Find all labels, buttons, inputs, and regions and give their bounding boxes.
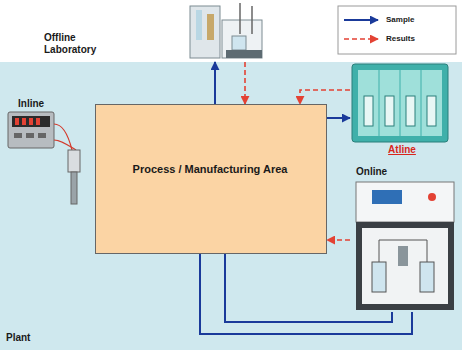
lab-bottle — [207, 14, 214, 40]
node-label: Offline Laboratory — [44, 32, 124, 56]
atline-vial — [385, 96, 394, 126]
display-segment — [15, 118, 19, 125]
node-label: Atline — [350, 144, 454, 156]
node-label: Online — [356, 166, 416, 178]
node-label: Inline — [18, 98, 78, 110]
flow-connector — [327, 117, 350, 119]
legend-row: Results — [342, 29, 452, 48]
online-cabinet — [356, 222, 454, 310]
atline-node: Atline — [350, 64, 457, 159]
lab-illustration — [190, 3, 262, 58]
meter-button — [38, 133, 46, 138]
atline-vial — [406, 96, 415, 126]
legend-frame — [338, 6, 456, 54]
online-interior — [362, 228, 448, 304]
legend-line — [344, 38, 378, 40]
atline-divider — [421, 70, 422, 136]
flow-connector — [225, 254, 392, 322]
display-segment — [22, 118, 26, 125]
online-lamp — [428, 193, 436, 201]
lab-instrument — [190, 6, 220, 58]
flow-connector — [214, 62, 216, 104]
legend-label: Results — [386, 34, 415, 43]
atline-vial — [364, 96, 373, 126]
inline-wire — [54, 140, 76, 150]
atline-divider — [400, 70, 401, 136]
online-node: Online — [350, 166, 456, 312]
legend-swatch — [342, 34, 380, 44]
online-display — [372, 190, 402, 204]
atline-divider — [379, 70, 380, 136]
lab-bottle — [196, 10, 202, 40]
lab-instrument — [222, 20, 262, 58]
atline-cabinet — [352, 64, 448, 142]
legend-swatch — [342, 15, 380, 25]
inline-meter — [8, 112, 54, 148]
online-vessel — [420, 262, 434, 292]
inline-display — [12, 116, 50, 127]
inline-node: Inline — [4, 98, 90, 214]
flow-connector — [327, 239, 350, 241]
meter-button — [14, 133, 22, 138]
plant-region: Plant InlineProcess / Manufacturing Area A… — [0, 62, 462, 350]
online-vessel — [372, 262, 386, 292]
process-box: Process / Manufacturing Area — [95, 104, 327, 254]
meter-button — [26, 133, 34, 138]
legend-label: Sample — [386, 15, 414, 24]
offline-lab-node: Offline Laboratory — [40, 2, 266, 62]
lab-burette — [239, 3, 241, 34]
display-segment — [36, 118, 40, 125]
atline-vial — [427, 96, 436, 126]
lab-beaker — [232, 36, 246, 50]
flow-connector — [244, 62, 246, 104]
online-panel — [356, 182, 454, 222]
node-label: Process / Manufacturing Area — [96, 163, 324, 176]
display-segment — [29, 118, 33, 125]
lab-stirrer — [226, 50, 262, 58]
atline-window — [358, 70, 442, 136]
flow-connector — [200, 254, 412, 334]
plant-ground — [0, 62, 462, 350]
node-label: Plant — [6, 332, 66, 344]
inline-probe-head — [68, 150, 80, 172]
inline-illustration — [8, 112, 80, 204]
flow-connector — [300, 90, 350, 104]
legend: SampleResults — [342, 10, 452, 48]
online-pump — [398, 246, 408, 266]
atline-illustration — [352, 64, 448, 142]
lab-burette — [251, 6, 253, 34]
legend-row: Sample — [342, 10, 452, 29]
online-illustration — [356, 182, 454, 310]
inline-probe-shaft — [71, 172, 77, 204]
legend-line — [344, 19, 378, 21]
